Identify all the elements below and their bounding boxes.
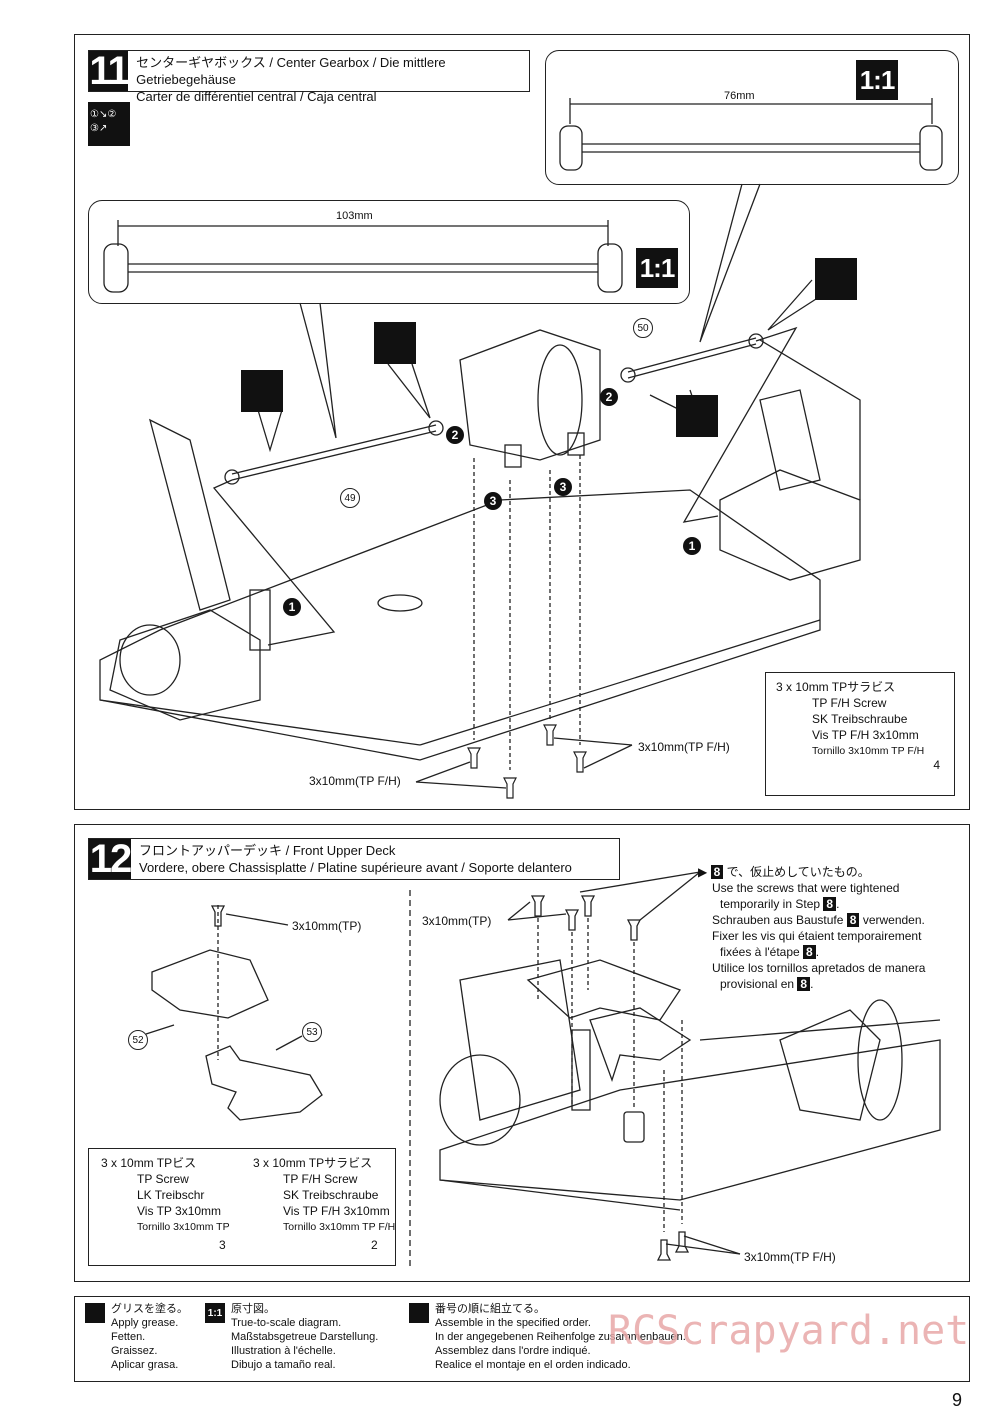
grease-icon [241, 370, 283, 412]
screw-tp-label-right: 3x10mm(TP) [422, 914, 492, 928]
step-11-screw-legend: 3 x 10mm TPサラビス TP F/H Screw SK Treibsch… [765, 672, 955, 796]
legend-b-quantity: 2 [371, 1238, 378, 1252]
step-11-title: センターギヤボックス / Center Gearbox / Die mittle… [136, 55, 446, 87]
order-icon [409, 1303, 429, 1323]
grease-icon [374, 322, 416, 364]
page-number: 9 [951, 1390, 962, 1410]
part-number-52: 52 [128, 1030, 148, 1050]
grease-icon [815, 258, 857, 300]
step-12-title: フロントアッパーデッキ / Front Upper Deck [139, 843, 396, 858]
grease-icon [85, 1303, 105, 1323]
shaft-49-scale-callout [88, 200, 690, 304]
legend-a-title: 3 x 10mm TPビス [101, 1156, 197, 1170]
dimension-76mm: 76mm [724, 90, 755, 102]
order-step-1: 1 [683, 537, 701, 555]
legend-a-quantity: 3 [219, 1238, 226, 1252]
step-11-number: 11 [89, 48, 130, 93]
step-ref-8: 8 [710, 865, 724, 879]
grease-icon [676, 395, 718, 437]
step-11-header: 11 センターギヤボックス / Center Gearbox / Die mit… [88, 48, 530, 104]
step-12-screw-legend: 3 x 10mm TPビス TP Screw LK Treibschr Vis … [88, 1148, 396, 1266]
order-icon-text: ①↘② ③↗ [90, 109, 117, 134]
screw-label-right: 3x10mm(TP F/H) [638, 740, 730, 754]
order-icon [88, 102, 130, 146]
part-number-50: 50 [633, 318, 653, 338]
step-12-number: 12 [89, 836, 132, 881]
order-step-3: 3 [554, 478, 572, 496]
screw-fh-label: 3x10mm(TP F/H) [744, 1250, 836, 1264]
step-12-header: 12 フロントアッパーデッキ / Front Upper Deck Vorder… [88, 836, 620, 881]
screw-tp-label: 3x10mm(TP) [292, 919, 362, 933]
order-step-3: 3 [484, 492, 502, 510]
temporary-screw-note: ▶ 8 で、仮止めしていたもの。 Use the screws that wer… [698, 865, 926, 991]
scale-icon: 1:1 [205, 1303, 225, 1323]
step-11-subtitle: Carter de différentiel central / Caja ce… [136, 89, 377, 104]
scale-badge-icon: 1:1 [856, 60, 898, 100]
part-number-53: 53 [302, 1022, 322, 1042]
legend-title: 3 x 10mm TPサラビス [776, 680, 896, 694]
part-number-49: 49 [340, 488, 360, 508]
watermark: RCScrapyard.net [608, 1308, 970, 1354]
screw-label-left: 3x10mm(TP F/H) [309, 774, 401, 788]
legend-b-title: 3 x 10mm TPサラビス [253, 1156, 373, 1170]
legend-footer: グリスを塗る。 Apply grease. Fetten. Graissez. … [74, 1296, 970, 1382]
order-step-2: 2 [446, 426, 464, 444]
step-12-subtitle: Vordere, obere Chassisplatte / Platine s… [139, 860, 572, 875]
legend-quantity: 4 [933, 758, 940, 772]
scale-badge-icon: 1:1 [636, 248, 678, 288]
dimension-103mm: 103mm [336, 210, 373, 222]
order-step-1: 1 [283, 598, 301, 616]
order-step-2: 2 [600, 388, 618, 406]
